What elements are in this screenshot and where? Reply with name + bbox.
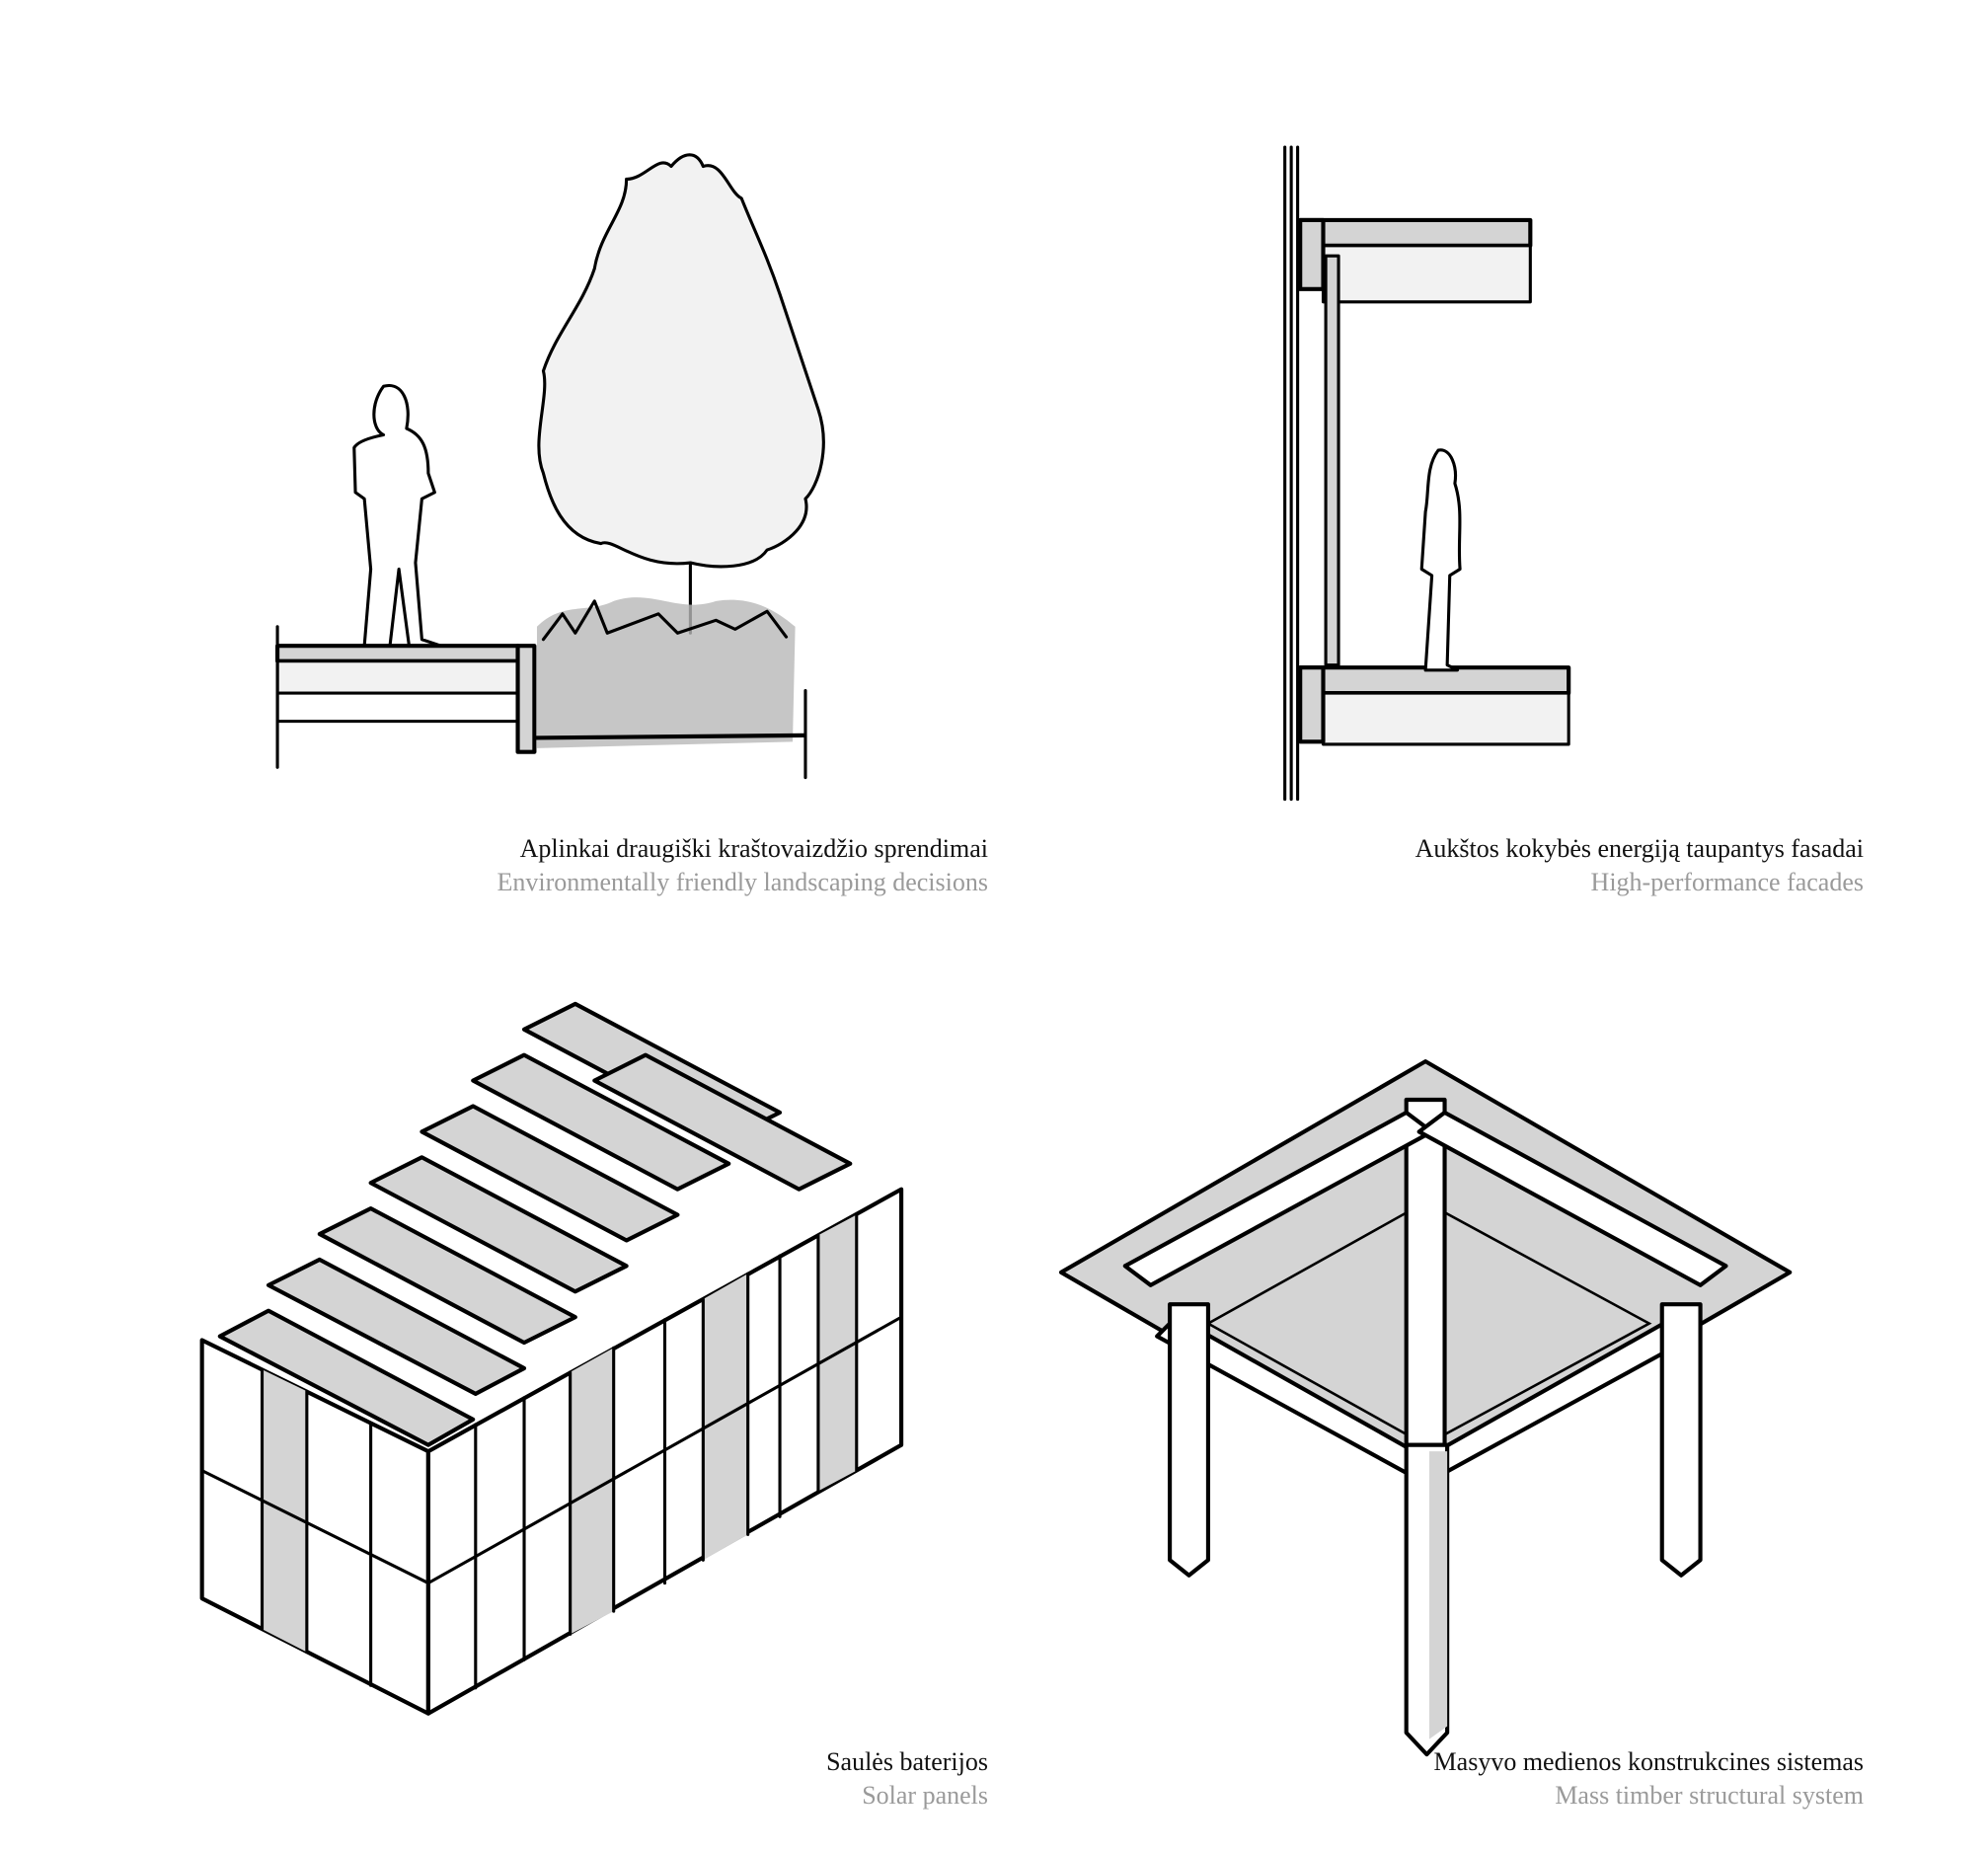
ground-line — [534, 733, 805, 740]
lower-ceiling — [1321, 691, 1570, 746]
caption-landscaping: Aplinkai draugiški kraštovaizdžio sprend… — [497, 832, 989, 899]
deck-base — [275, 691, 520, 724]
column — [1168, 1302, 1703, 1757]
shrub-outline — [541, 599, 789, 642]
shrub-mass — [536, 597, 796, 748]
caption-title-en: Environmentally friendly landscaping dec… — [497, 868, 989, 896]
window-frame — [1324, 254, 1340, 667]
beam — [1404, 1097, 1447, 1447]
mass-timber-drawing — [1058, 1059, 1793, 1757]
solar-panel-row — [217, 1001, 853, 1447]
person-silhouette — [352, 383, 443, 648]
upper-slab — [1298, 217, 1533, 248]
deck-slab — [274, 644, 520, 663]
caption-solar: Saulės baterijos Solar panels — [826, 1745, 988, 1813]
caption-timber: Masyvo medienos konstrukcines sistemas M… — [1434, 1745, 1864, 1813]
caption-title-lt: Aplinkai draugiški kraštovaizdžio sprend… — [519, 834, 988, 863]
solar-panels-drawing — [199, 1001, 904, 1716]
upper-ceiling — [1321, 244, 1532, 304]
deck-insulation — [275, 659, 520, 695]
caption-title-en: Mass timber structural system — [1555, 1781, 1864, 1810]
facade-section-drawing — [1283, 145, 1571, 802]
caption-title-lt: Masyvo medienos konstrukcines sistemas — [1433, 1747, 1864, 1776]
caption-title-lt: Aukštos kokybės energiją taupantys fasad… — [1415, 834, 1864, 863]
landscaping-section-drawing — [274, 153, 825, 780]
caption-title-lt: Saulės baterijos — [826, 1747, 988, 1776]
caption-facades: Aukštos kokybės energiją taupantys fasad… — [1415, 832, 1864, 899]
caption-title-en: High-performance facades — [1590, 868, 1864, 896]
tree-canopy — [537, 153, 825, 569]
person-silhouette — [1419, 448, 1462, 672]
caption-title-en: Solar panels — [862, 1781, 988, 1810]
retaining-wall — [515, 644, 537, 754]
